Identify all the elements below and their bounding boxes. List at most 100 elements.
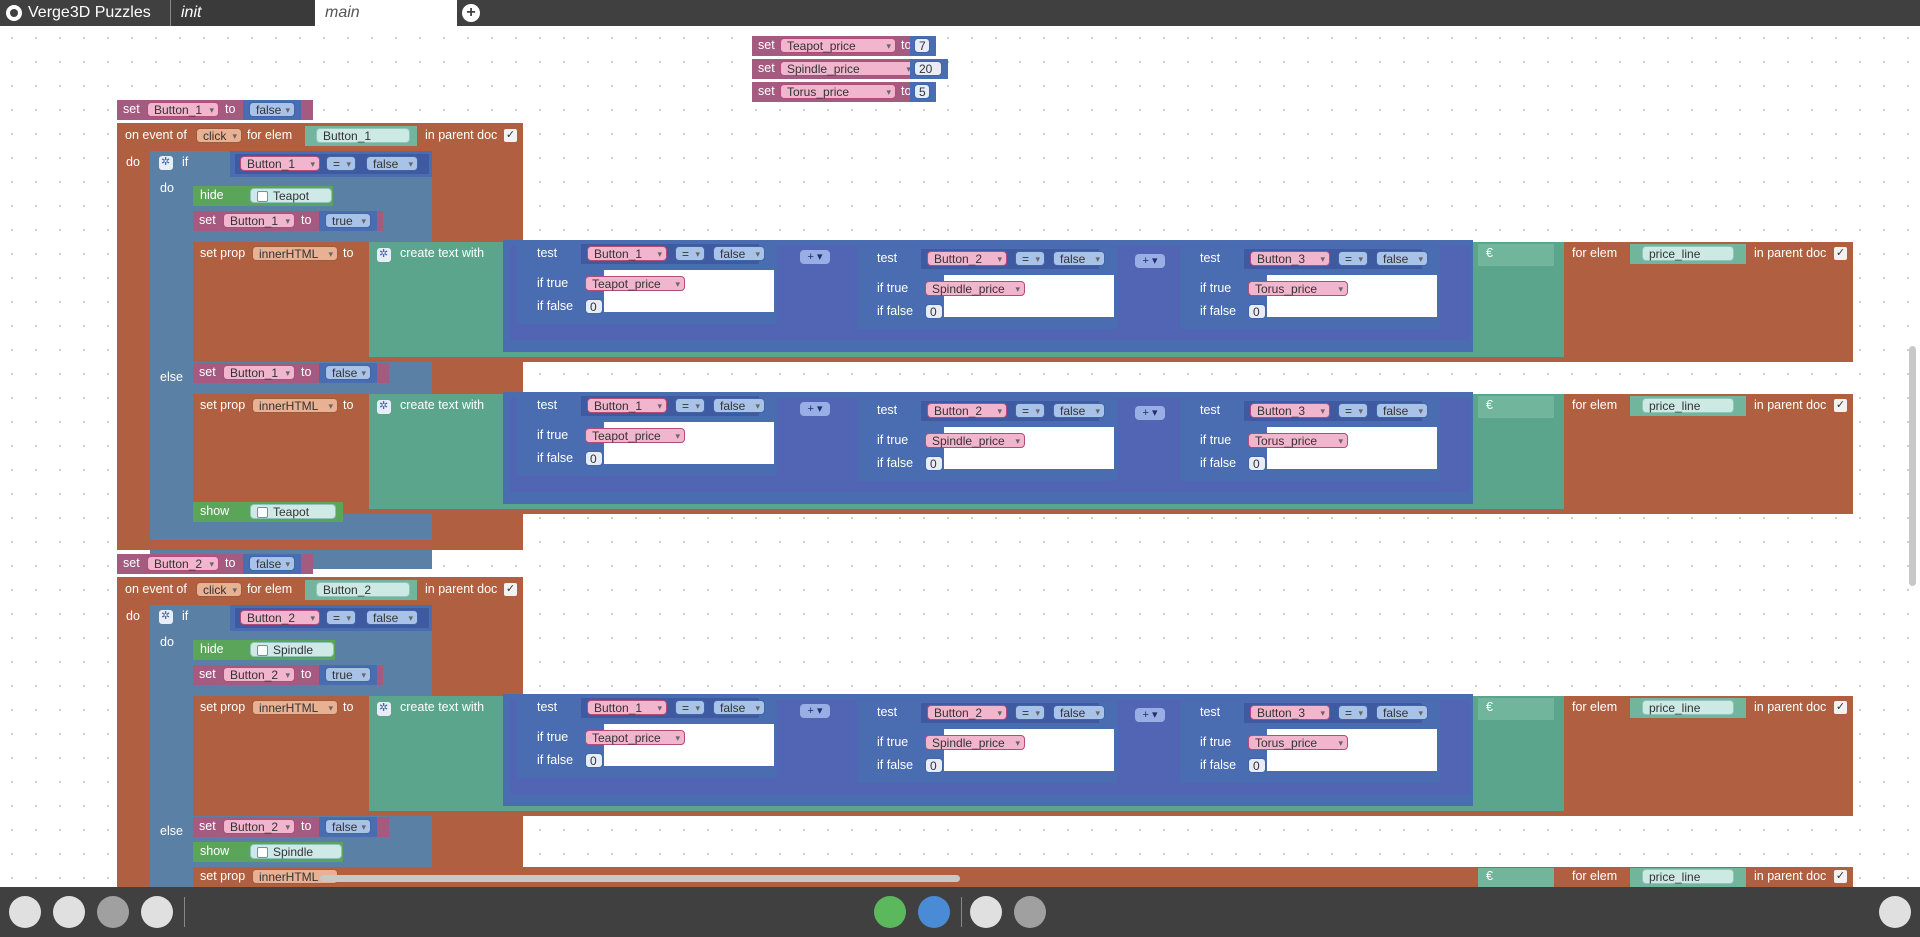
- operator-dropdown[interactable]: =: [675, 700, 705, 716]
- undo-icon[interactable]: [970, 896, 1002, 928]
- variable-dropdown[interactable]: Button_1: [223, 213, 295, 229]
- operator-dropdown[interactable]: =: [675, 398, 705, 414]
- redo-icon[interactable]: [1014, 896, 1046, 928]
- library-icon[interactable]: [9, 896, 41, 928]
- boolean-dropdown[interactable]: false: [1053, 251, 1105, 267]
- number-field[interactable]: 7: [914, 38, 930, 53]
- math-operator-dropdown[interactable]: + ▾: [1135, 254, 1165, 268]
- property-dropdown[interactable]: innerHTML: [252, 246, 338, 262]
- vertical-scrollbar[interactable]: [1909, 346, 1916, 586]
- string-field[interactable]: price_line: [1642, 869, 1734, 884]
- number-field[interactable]: 0: [585, 299, 603, 314]
- variable-dropdown[interactable]: Button_1: [240, 156, 320, 172]
- variable-dropdown[interactable]: Button_2: [927, 251, 1007, 267]
- object-field[interactable]: Spindle: [250, 844, 342, 859]
- text-string-block[interactable]: [1478, 868, 1554, 887]
- crosshair-icon[interactable]: [141, 896, 173, 928]
- string-field[interactable]: Button_2: [316, 582, 410, 597]
- operator-dropdown[interactable]: =: [1338, 705, 1368, 721]
- boolean-dropdown[interactable]: true: [325, 213, 371, 229]
- horizontal-scrollbar[interactable]: [320, 875, 960, 882]
- number-field[interactable]: 0: [585, 451, 603, 466]
- variable-dropdown[interactable]: Spindle_price: [780, 61, 916, 77]
- variable-dropdown[interactable]: Torus_price: [780, 84, 896, 100]
- operator-dropdown[interactable]: =: [326, 156, 356, 172]
- number-field[interactable]: 0: [925, 304, 943, 319]
- variable-dropdown[interactable]: Button_2: [223, 667, 295, 683]
- boolean-dropdown[interactable]: false: [1053, 705, 1105, 721]
- checkbox[interactable]: ✓: [504, 583, 517, 596]
- number-field[interactable]: 20: [914, 61, 942, 76]
- mutator-gear-icon[interactable]: [159, 155, 173, 170]
- variable-dropdown[interactable]: Button_2: [240, 610, 320, 626]
- operator-dropdown[interactable]: =: [1015, 705, 1045, 721]
- object-field[interactable]: Teapot: [250, 504, 336, 519]
- save-icon[interactable]: [918, 896, 950, 928]
- string-field[interactable]: price_line: [1642, 700, 1734, 715]
- checkbox[interactable]: ✓: [1834, 701, 1847, 714]
- variable-dropdown[interactable]: Button_2: [927, 705, 1007, 721]
- variable-dropdown[interactable]: Teapot_price: [585, 730, 685, 746]
- checkbox[interactable]: ✓: [504, 129, 517, 142]
- sidebar-icon[interactable]: [53, 896, 85, 928]
- operator-dropdown[interactable]: =: [1338, 251, 1368, 267]
- help-icon[interactable]: [1879, 896, 1911, 928]
- variable-dropdown[interactable]: Button_3: [1250, 705, 1330, 721]
- mutator-gear-icon[interactable]: [377, 701, 391, 716]
- variable-dropdown[interactable]: Button_1: [587, 246, 667, 262]
- boolean-dropdown[interactable]: false: [325, 819, 371, 835]
- checkbox[interactable]: ✓: [1834, 870, 1847, 883]
- math-operator-dropdown[interactable]: + ▾: [800, 402, 830, 416]
- boolean-dropdown[interactable]: false: [1376, 705, 1428, 721]
- variable-dropdown[interactable]: Torus_price: [1248, 735, 1348, 751]
- variable-dropdown[interactable]: Teapot_price: [780, 38, 896, 54]
- variable-dropdown[interactable]: Button_1: [587, 398, 667, 414]
- set-prop-block[interactable]: [193, 867, 1853, 887]
- text-string-block[interactable]: [1478, 698, 1554, 720]
- property-dropdown[interactable]: innerHTML: [252, 398, 338, 414]
- checkbox[interactable]: ✓: [1834, 399, 1847, 412]
- math-operator-dropdown[interactable]: + ▾: [800, 250, 830, 264]
- boolean-dropdown[interactable]: false: [1376, 251, 1428, 267]
- property-dropdown[interactable]: innerHTML: [252, 700, 338, 716]
- operator-dropdown[interactable]: =: [1015, 403, 1045, 419]
- boolean-dropdown[interactable]: false: [1053, 403, 1105, 419]
- mutator-gear-icon[interactable]: [377, 399, 391, 414]
- camera-icon[interactable]: [97, 896, 129, 928]
- math-operator-dropdown[interactable]: + ▾: [1135, 708, 1165, 722]
- object-field[interactable]: Teapot: [250, 188, 332, 203]
- object-field[interactable]: Spindle: [250, 642, 334, 657]
- variable-dropdown[interactable]: Button_2: [927, 403, 1007, 419]
- tab-init[interactable]: init: [170, 0, 314, 26]
- number-field[interactable]: 0: [1248, 304, 1266, 319]
- variable-dropdown[interactable]: Button_2: [223, 819, 295, 835]
- variable-dropdown[interactable]: Button_3: [1250, 403, 1330, 419]
- variable-dropdown[interactable]: Button_1: [223, 365, 295, 381]
- boolean-dropdown[interactable]: false: [249, 556, 295, 572]
- variable-dropdown[interactable]: Torus_price: [1248, 433, 1348, 449]
- run-play-icon[interactable]: [874, 896, 906, 928]
- tab-main[interactable]: main: [315, 0, 457, 26]
- variable-dropdown[interactable]: Button_1: [587, 700, 667, 716]
- number-field[interactable]: 0: [1248, 758, 1266, 773]
- event-block-bottom[interactable]: [117, 540, 523, 550]
- boolean-dropdown[interactable]: false: [366, 156, 418, 172]
- variable-dropdown[interactable]: Button_2: [147, 556, 219, 572]
- mutator-gear-icon[interactable]: [377, 247, 391, 262]
- variable-dropdown[interactable]: Spindle_price: [925, 735, 1025, 751]
- text-string-block[interactable]: [1478, 396, 1554, 418]
- number-field[interactable]: 0: [585, 753, 603, 768]
- number-field[interactable]: 0: [925, 758, 943, 773]
- boolean-dropdown[interactable]: false: [713, 246, 765, 262]
- math-operator-dropdown[interactable]: + ▾: [800, 704, 830, 718]
- boolean-dropdown[interactable]: false: [366, 610, 418, 626]
- boolean-dropdown[interactable]: false: [1376, 403, 1428, 419]
- string-field[interactable]: price_line: [1642, 246, 1734, 261]
- number-field[interactable]: 0: [925, 456, 943, 471]
- event-dropdown[interactable]: click: [196, 582, 242, 598]
- puzzles-workspace[interactable]: setTeapot_priceto7setSpindle_priceto20se…: [0, 26, 1920, 887]
- operator-dropdown[interactable]: =: [326, 610, 356, 626]
- math-operator-dropdown[interactable]: + ▾: [1135, 406, 1165, 420]
- boolean-dropdown[interactable]: false: [249, 102, 295, 118]
- variable-dropdown[interactable]: Teapot_price: [585, 428, 685, 444]
